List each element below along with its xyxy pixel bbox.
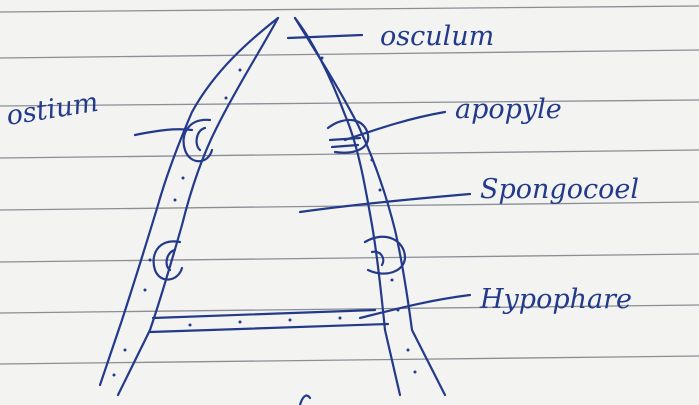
apopyle-label: apopyle xyxy=(455,94,562,125)
apopyle-leader xyxy=(345,112,445,140)
ostium-label: ostium xyxy=(4,87,100,132)
apopyle-opening-lower xyxy=(365,237,405,274)
hypophare-leader xyxy=(360,295,470,318)
pen-stroke-fragment xyxy=(300,396,310,405)
osculum-label: osculum xyxy=(380,21,494,52)
leader-lines xyxy=(135,35,470,318)
hypophare-base xyxy=(150,310,388,332)
hypophare-label: Hypophare xyxy=(479,284,632,315)
osculum-leader xyxy=(288,35,362,38)
spongocoel-label: Spongocoel xyxy=(480,174,639,205)
